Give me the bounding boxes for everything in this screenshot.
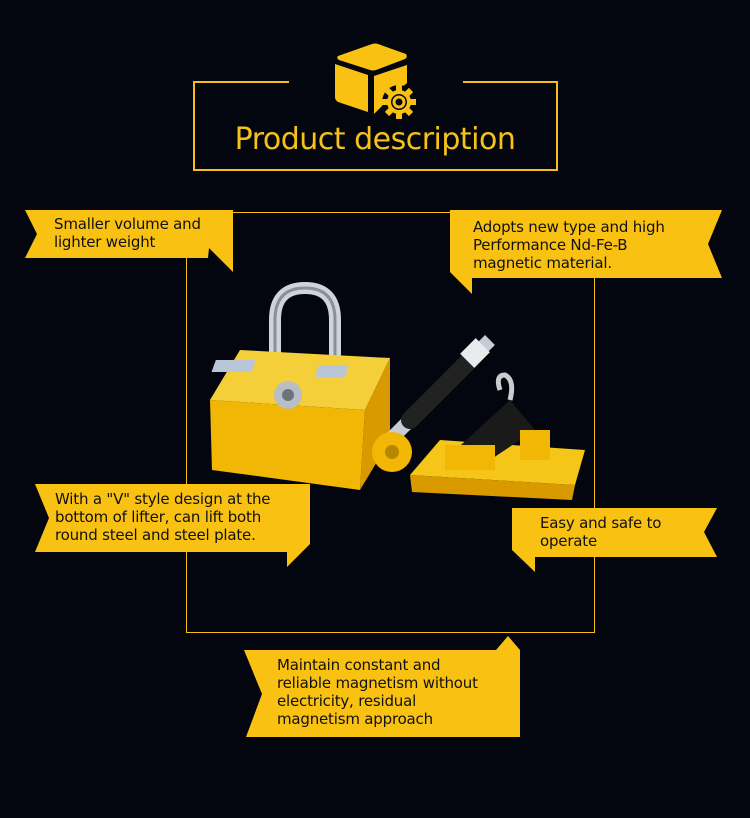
feature-banner-5: Maintain constant and reliable magnetism… [244, 634, 522, 738]
ribbon-shape [244, 636, 520, 737]
header-frame-right [556, 81, 558, 171]
box-gear-icon [335, 43, 416, 119]
header-frame-top-left [193, 81, 289, 83]
feature-3-line-1: With a "V" style design at the [55, 490, 271, 508]
page-title: Product description [234, 122, 516, 157]
feature-2-line-3: magnetic material. [473, 254, 612, 272]
header-frame-bottom [193, 169, 558, 171]
feature-1-line-2: lighter weight [54, 233, 156, 251]
feature-2-line-1: Adopts new type and high [473, 218, 665, 236]
ribbon-shape [512, 508, 717, 572]
feature-4-line-2: operate [540, 532, 597, 550]
feature-5-line-3: electricity, residual [277, 692, 417, 710]
feature-1-line-1: Smaller volume and [54, 215, 201, 233]
feature-5-line-2: reliable magnetism without [277, 674, 478, 692]
feature-4-line-1: Easy and safe to [540, 514, 662, 532]
feature-2-line-2: Performance Nd-Fe-B [473, 236, 628, 254]
header-frame-left [193, 81, 195, 171]
ribbon-shape [450, 210, 722, 294]
feature-banner-4: Easy and safe to operate [512, 508, 720, 576]
feature-banner-1: Smaller volume and lighter weight [25, 210, 235, 274]
ribbon-shape [25, 210, 233, 272]
ribbon-shape [35, 484, 310, 567]
product-frame [186, 212, 595, 633]
feature-banner-3: With a "V" style design at the bottom of… [35, 484, 313, 570]
feature-5-line-1: Maintain constant and [277, 656, 441, 674]
feature-banner-2: Adopts new type and high Performance Nd-… [450, 210, 725, 296]
feature-3-line-3: round steel and steel plate. [55, 526, 256, 544]
magnetic-lifter-image [210, 281, 585, 500]
feature-3-line-2: bottom of lifter, can lift both [55, 508, 262, 526]
header-frame-top-right [463, 81, 558, 83]
feature-5-line-4: magnetism approach [277, 710, 433, 728]
